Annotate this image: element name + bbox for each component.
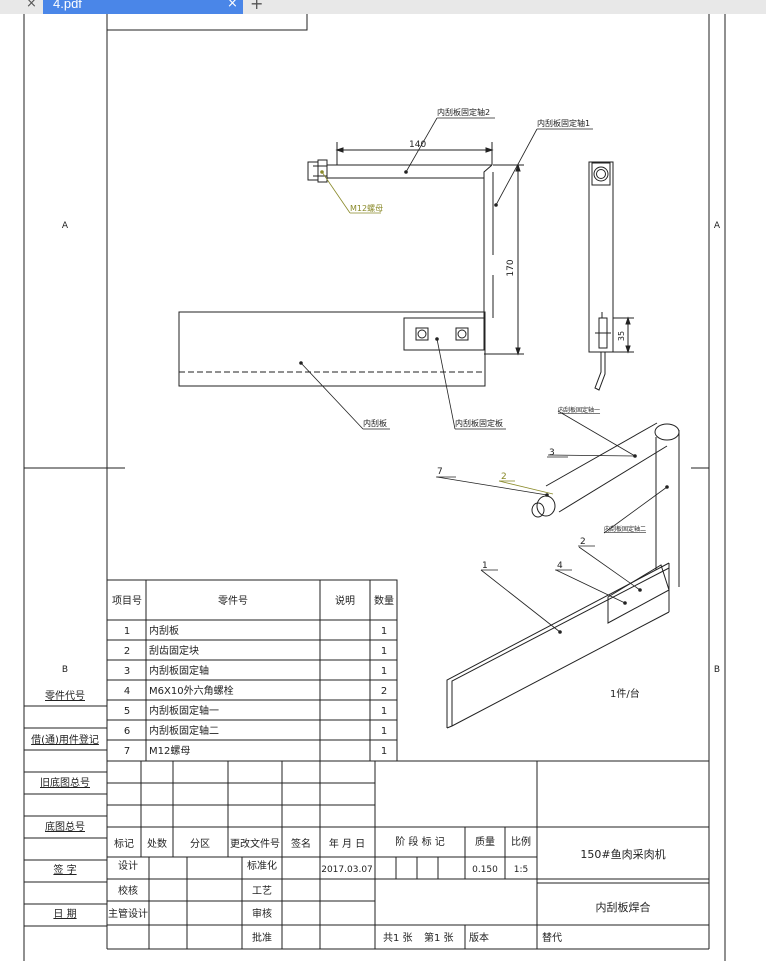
balloon-2-yellow: 2 <box>501 472 507 482</box>
tab-document[interactable]: 4.pdf × <box>43 0 243 14</box>
balloon-1: 1 <box>482 561 488 571</box>
tb-replace: 替代 <box>542 931 562 944</box>
bom-cell-no: 4 <box>124 686 130 697</box>
dim-140: 140 <box>409 140 426 150</box>
bom-headers: 项目号 零件号 说明 数量 <box>112 594 394 607</box>
bom-cell-no: 2 <box>124 646 130 657</box>
bom-cell-qty: 1 <box>381 626 387 637</box>
bom-cell-no: 6 <box>124 726 130 737</box>
tb-part-name: 内刮板焊合 <box>596 900 651 914</box>
tab-title: 4.pdf <box>53 0 82 11</box>
label-nut: M12螺母 <box>350 203 383 213</box>
zone-a-left: A <box>62 221 69 231</box>
balloon-4: 4 <box>557 561 563 571</box>
side-view <box>588 161 634 391</box>
bom-cell-name: M12螺母 <box>149 745 190 757</box>
bom-cell-name: 内刮板固定轴 <box>149 664 209 677</box>
bom-header-item: 项目号 <box>112 595 142 607</box>
tb-mass: 质量 <box>475 836 495 848</box>
tb-sheets: 共1 张 <box>383 932 413 944</box>
bom-cell-no: 5 <box>124 706 130 717</box>
zone-b-right: B <box>714 665 720 675</box>
tab-close-icon[interactable]: × <box>227 0 238 11</box>
tb-sign: 签名 <box>291 837 311 850</box>
tb-stage: 阶 段 标 记 <box>395 835 445 848</box>
tb-count: 处数 <box>147 837 167 850</box>
label-shaft1: 内刮板固定轴1 <box>537 118 590 128</box>
bom-cell-name: 刮齿固定块 <box>149 644 199 657</box>
bom-cell-qty: 1 <box>381 646 387 657</box>
label-iso-shaft2: 内刮板固定轴二 <box>604 525 646 533</box>
label-base-total: 底图总号 <box>45 820 85 833</box>
drawing-sheet: A A B B 零件代号 借(通)用件登记 旧底图总号 底图总号 签 字 日 期 <box>0 14 766 961</box>
balloon-2: 2 <box>580 537 586 547</box>
bom-cell-qty: 1 <box>381 746 387 757</box>
bom-cell-no: 7 <box>124 746 130 757</box>
label-sign: 签 字 <box>53 863 76 876</box>
front-view <box>178 142 524 387</box>
bom-cell-name: 内刮板 <box>149 624 179 637</box>
bom-header-qty: 数量 <box>374 594 394 607</box>
bom-cell-qty: 1 <box>381 726 387 737</box>
bom-cell-name: 内刮板固定轴二 <box>149 724 219 737</box>
bom-header-part: 零件号 <box>218 595 248 607</box>
tb-date: 年 月 日 <box>329 837 365 850</box>
tb-scale-value: 1:5 <box>514 865 528 875</box>
tb-version: 版本 <box>469 931 489 944</box>
bom-rows: 1 内刮板 1 2 刮齿固定块 1 3 内刮板固定轴 1 4 M6X10外六角螺栓 2 5 内刮板固定轴一… <box>124 624 387 757</box>
bom-cell-qty: 1 <box>381 666 387 677</box>
label-shaft2: 内刮板固定轴2 <box>437 107 490 117</box>
qty-note: 1件/台 <box>610 687 640 700</box>
tb-scale: 比例 <box>511 835 531 848</box>
label-old-base: 旧底图总号 <box>40 776 90 789</box>
zone-a-right: A <box>714 221 721 231</box>
engineering-drawing: A A B B 零件代号 借(通)用件登记 旧底图总号 底图总号 签 字 日 期 <box>23 14 726 961</box>
label-date: 日 期 <box>53 908 76 920</box>
new-tab-button[interactable]: + <box>250 0 264 13</box>
label-borrowed: 借(通)用件登记 <box>31 733 99 746</box>
tb-standard: 标准化 <box>247 859 277 872</box>
bom-cell-name: M6X10外六角螺栓 <box>149 684 234 697</box>
label-part-code: 零件代号 <box>45 690 85 702</box>
close-icon[interactable]: × <box>26 0 37 11</box>
tb-design: 设计 <box>118 859 138 872</box>
tb-review: 审核 <box>252 907 272 920</box>
balloon-3: 3 <box>549 448 555 458</box>
tb-mass-value: 0.150 <box>472 865 498 875</box>
bom-cell-qty: 2 <box>381 686 387 697</box>
dim-35: 35 <box>617 331 626 341</box>
tb-process: 工艺 <box>252 885 272 897</box>
bom-cell-no: 1 <box>124 626 130 637</box>
dim-170: 170 <box>506 259 516 276</box>
tb-approve: 批准 <box>252 931 272 944</box>
tab-bar: × 4.pdf × + <box>0 0 766 14</box>
label-scraper: 内刮板 <box>363 418 387 428</box>
bom-cell-qty: 1 <box>381 706 387 717</box>
tb-product: 150#鱼肉采肉机 <box>580 847 665 861</box>
tb-check: 校核 <box>118 884 138 897</box>
tb-doc-no: 更改文件号 <box>230 837 280 850</box>
tb-date-value: 2017.03.07 <box>321 865 373 875</box>
tb-sheet-no: 第1 张 <box>424 931 454 944</box>
title-block <box>107 760 709 949</box>
tb-chief: 主管设计 <box>108 907 148 920</box>
bom-header-desc: 说明 <box>335 594 355 607</box>
bom-cell-name: 内刮板固定轴一 <box>149 704 219 717</box>
zone-b-left: B <box>62 665 68 675</box>
label-iso-shaft1: 内刮板固定轴一 <box>558 406 600 414</box>
bom-cell-no: 3 <box>124 666 130 677</box>
bom-table <box>106 579 398 762</box>
balloon-7: 7 <box>437 467 443 477</box>
iso-view <box>446 422 680 729</box>
tb-mark: 标记 <box>114 838 134 850</box>
label-fixed-plate: 内刮板固定板 <box>455 418 503 428</box>
tb-zone: 分区 <box>190 838 210 850</box>
